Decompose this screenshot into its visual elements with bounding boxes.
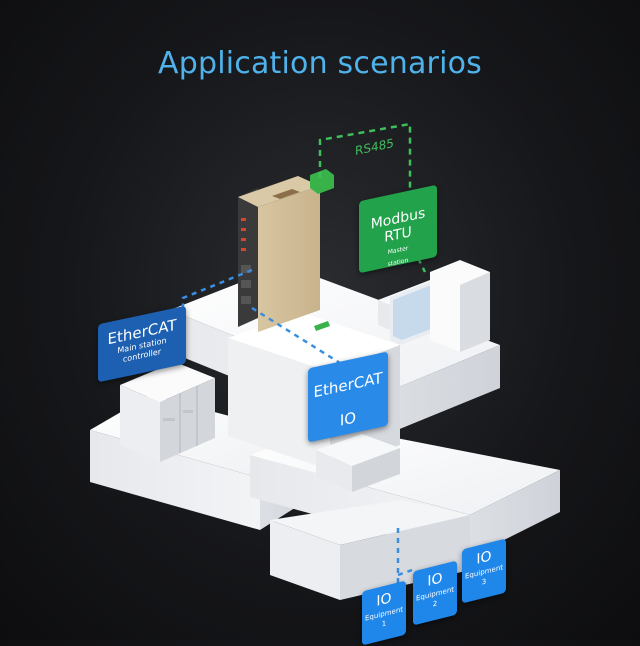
io-equipment-connection (396, 528, 413, 588)
io-equipment-card: IO Equipment 1 (362, 580, 406, 646)
io-equipment-card: IO Equipment 2 (413, 560, 457, 626)
ethercat-master-connection (181, 268, 253, 318)
gateway-device-icon (238, 169, 334, 332)
ethercat-io-title: EtherCAT (313, 368, 383, 402)
page-title: Application scenarios (158, 46, 482, 81)
hmi-monitor-icon (378, 260, 490, 352)
modbus-rtu-tag: Modbus RTU Master station (359, 184, 437, 274)
io-module-icon (316, 434, 400, 492)
io-equipment-card: IO Equipment 3 (462, 538, 506, 604)
plc-controller-icon (120, 362, 215, 462)
ethercat-io-connection (251, 306, 349, 370)
